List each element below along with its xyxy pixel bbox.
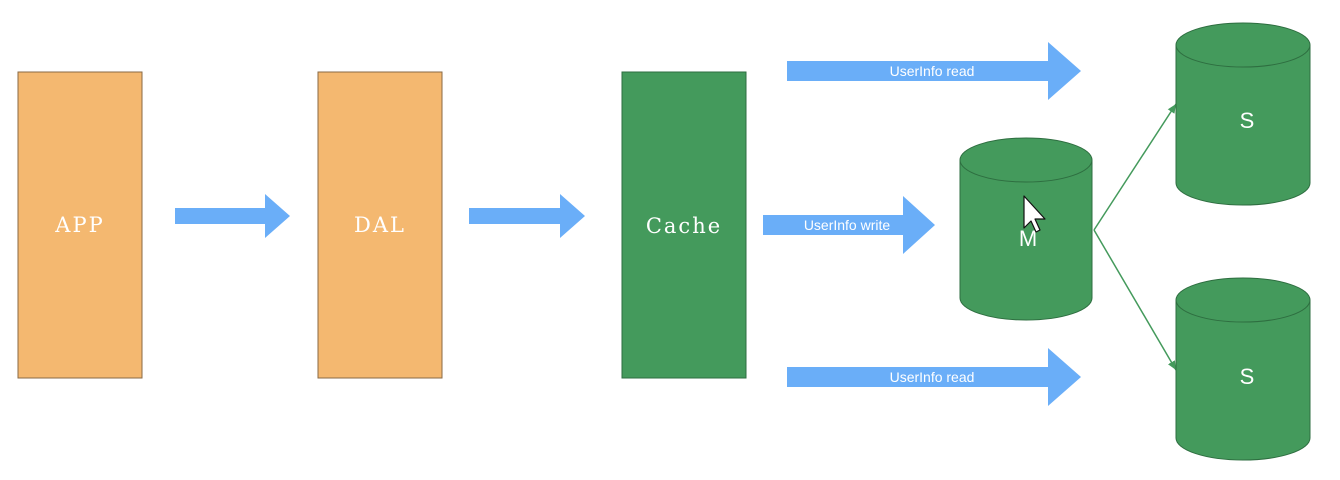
read-arrow-bottom-label: UserInfo read	[890, 369, 975, 385]
replication-line-bottom	[1093, 229, 1177, 371]
master-db: M	[959, 137, 1093, 321]
write-arrow: UserInfo write	[763, 196, 935, 254]
write-arrow-shape	[763, 196, 935, 254]
app-box	[17, 71, 143, 379]
app-node: APP	[17, 71, 143, 379]
slave-db-top-cap	[1175, 22, 1311, 68]
slave-db-bottom: S	[1175, 277, 1311, 461]
read-arrow-top-label: UserInfo read	[890, 63, 975, 79]
dal-box	[317, 71, 443, 379]
app-label: APP	[54, 213, 104, 237]
master-db-label: M	[1019, 226, 1037, 251]
dal-node: DAL	[317, 71, 443, 379]
read-arrow-top-shape	[787, 42, 1081, 100]
slave-db-top: S	[1175, 22, 1311, 206]
slave-db-top-body	[1175, 44, 1311, 206]
read-arrow-bottom: UserInfo read	[787, 348, 1081, 406]
read-arrow-top: UserInfo read	[787, 42, 1081, 100]
arrow-dal-to-cache	[469, 194, 585, 238]
slave-db-bottom-label: S	[1240, 364, 1255, 389]
cache-box	[621, 71, 747, 379]
slave-db-bottom-body	[1175, 299, 1311, 461]
slave-db-top-label: S	[1240, 108, 1255, 133]
write-arrow-label: UserInfo write	[804, 217, 891, 233]
arrow-app-to-dal	[175, 194, 290, 238]
dal-label: DAL	[354, 213, 406, 237]
cache-label: Cache	[646, 214, 722, 238]
replication-line-top	[1093, 103, 1177, 231]
mouse-pointer-icon	[1023, 195, 1046, 233]
read-arrow-bottom-shape	[787, 348, 1081, 406]
slave-db-bottom-cap	[1175, 277, 1311, 323]
master-db-top	[959, 137, 1093, 183]
cache-node: Cache	[621, 71, 747, 379]
master-db-body	[959, 159, 1093, 321]
